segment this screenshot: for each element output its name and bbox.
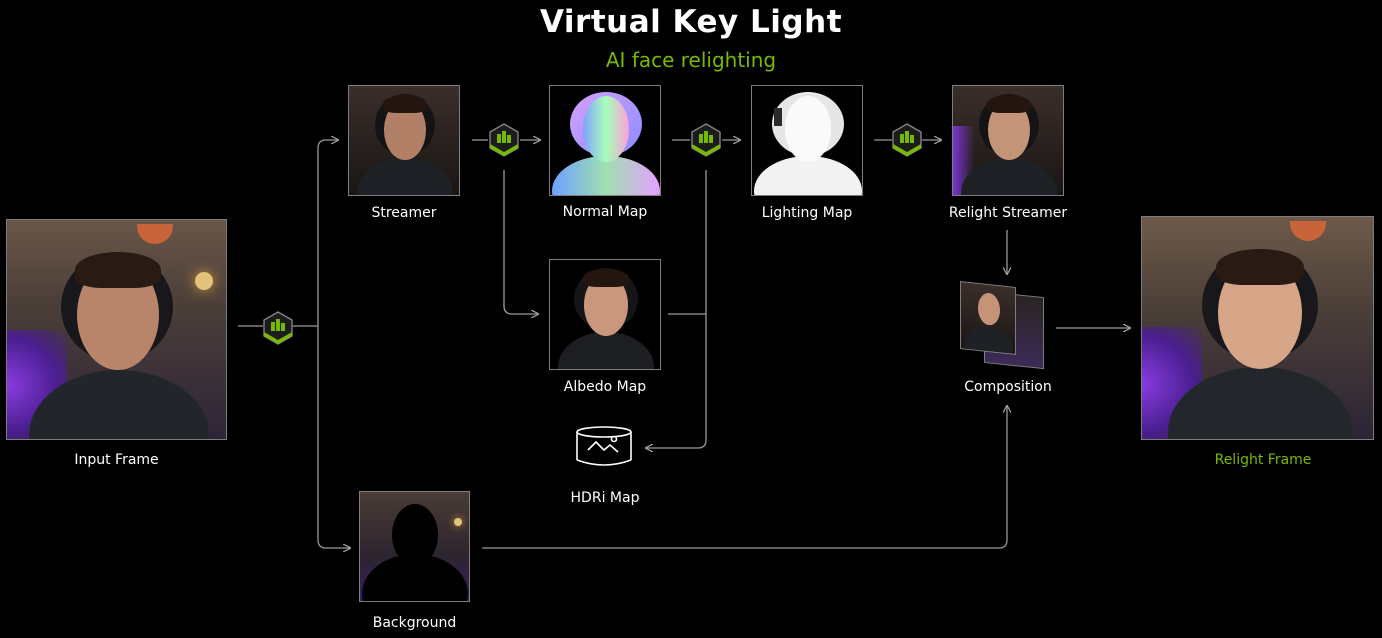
composition-front-layer — [960, 281, 1016, 355]
relight-streamer-image — [952, 85, 1064, 196]
hdri-panorama-icon — [576, 426, 632, 466]
relight-frame-wall-decor — [1290, 221, 1326, 241]
streamer-hair — [383, 95, 427, 113]
albedo-map-label: Albedo Map — [563, 379, 647, 395]
background-image — [359, 491, 470, 602]
wire-to-background — [317, 326, 350, 548]
input-frame-label: Input Frame — [74, 452, 159, 468]
lighting-map-image — [751, 85, 863, 196]
streamer-label: Streamer — [371, 205, 437, 221]
background-lamp — [454, 518, 462, 526]
relight-streamer-label: Relight Streamer — [948, 205, 1068, 221]
streamer-torso — [357, 158, 453, 195]
albedo-torso — [558, 332, 654, 369]
lighting-map-label: Lighting Map — [761, 205, 853, 221]
normal-torso — [552, 156, 660, 195]
lighting-shadow — [774, 108, 782, 126]
relight-frame-hair — [1216, 249, 1304, 285]
diagram-title: Virtual Key Light — [539, 4, 843, 40]
normal-map-image — [549, 85, 661, 196]
normal-map-label: Normal Map — [562, 204, 648, 220]
composition-torso — [965, 324, 1013, 355]
hdri-map-label: HDRi Map — [570, 490, 640, 506]
streamer-image — [348, 85, 460, 196]
relight-torso — [961, 158, 1057, 195]
composition-face — [978, 291, 1000, 327]
gpu-chip-icon — [892, 123, 922, 157]
albedo-map-image — [549, 259, 661, 370]
gpu-chip-icon — [263, 311, 293, 345]
input-hair — [75, 252, 161, 288]
composition-label: Composition — [964, 379, 1052, 395]
gpu-chip-icon — [691, 123, 721, 157]
relight-hair — [987, 95, 1031, 113]
input-lamp — [195, 272, 213, 290]
diagram-subtitle: AI face relighting — [605, 48, 777, 72]
gpu-chip-icon — [489, 123, 519, 157]
wire-chip-to-albedo — [503, 170, 538, 314]
wire-background-to-composition — [482, 406, 1007, 549]
input-wall-decor — [137, 224, 173, 244]
relight-frame-label: Relight Frame — [1214, 452, 1312, 468]
input-frame-image — [6, 219, 227, 440]
relight-frame-image — [1141, 216, 1374, 440]
background-label: Background — [372, 615, 457, 631]
lighting-face — [785, 96, 831, 162]
lighting-torso — [754, 156, 862, 195]
wire-bus-to-hdri — [646, 170, 707, 448]
wire-to-streamer — [317, 140, 338, 326]
albedo-hair — [583, 269, 629, 287]
background-silhouette-head — [392, 504, 438, 566]
normal-face — [583, 96, 629, 162]
